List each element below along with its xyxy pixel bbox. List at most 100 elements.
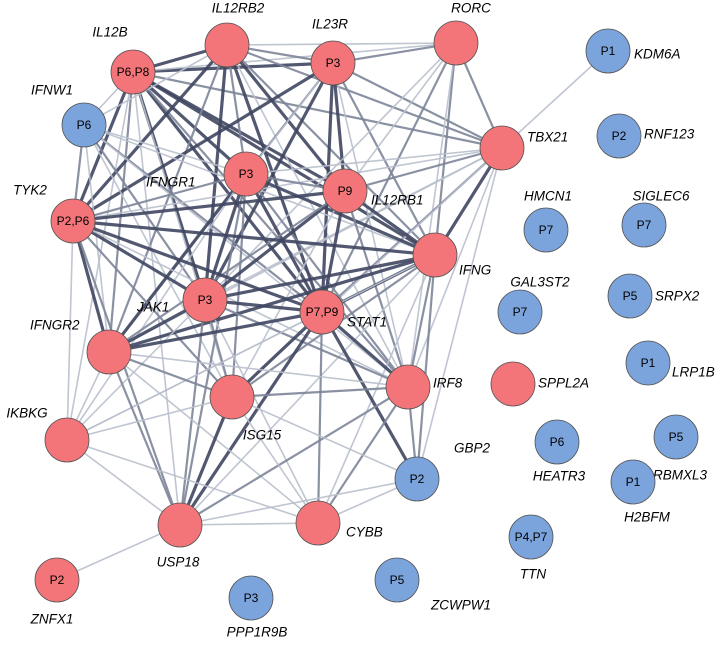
gene-label: SPPL2A: [538, 376, 589, 391]
node-circle[interactable]: [157, 502, 203, 548]
node-cybb[interactable]: CYBB: [295, 500, 383, 546]
node-tag: P1: [641, 356, 656, 370]
edge-il12b-ikbkg: [66, 71, 134, 441]
node-circle[interactable]: [479, 125, 525, 171]
node-circle[interactable]: [653, 414, 699, 460]
node-ifng[interactable]: IFNG: [412, 232, 491, 278]
node-circle[interactable]: [394, 456, 440, 502]
gene-label: IFNGR2: [30, 318, 80, 333]
gene-label: GAL3ST2: [510, 275, 570, 290]
node-tag: P2: [410, 472, 425, 486]
node-tag: P5: [390, 573, 405, 587]
node-circle[interactable]: [374, 557, 420, 603]
edge-il12b-ifngr1: [131, 70, 248, 176]
node-circle[interactable]: [223, 151, 269, 197]
node-circle[interactable]: [44, 417, 90, 463]
edge-isg15-cybb: [231, 396, 319, 524]
node-irf8[interactable]: IRF8: [385, 364, 463, 410]
node-circle[interactable]: [209, 374, 255, 420]
node-circle[interactable]: [508, 514, 554, 560]
node-il12rb2[interactable]: IL12RB2: [204, 1, 265, 68]
node-tag: P2: [50, 573, 65, 587]
node-circle[interactable]: [433, 20, 479, 66]
node-sppl2a[interactable]: SPPL2A: [490, 361, 589, 407]
edge-ikbkg-usp18: [66, 439, 181, 526]
node-circle[interactable]: [497, 289, 543, 335]
node-tag: P2,P6: [57, 214, 90, 228]
edge-usp18-gbp2: [179, 478, 418, 526]
edge-jak1-irf8: [204, 298, 409, 389]
edge-tyk2-usp18: [71, 220, 182, 526]
node-circle[interactable]: [228, 575, 274, 621]
gene-label: IRF8: [433, 376, 463, 391]
node-circle[interactable]: [50, 198, 96, 244]
gene-label: SRPX2: [655, 289, 700, 304]
node-circle[interactable]: [523, 207, 569, 253]
node-circle[interactable]: [182, 277, 228, 323]
node-circle[interactable]: [295, 500, 341, 546]
node-circle[interactable]: [607, 273, 653, 319]
edge-isg15-gbp2: [231, 396, 418, 480]
node-circle[interactable]: [204, 22, 250, 68]
node-circle[interactable]: [310, 40, 356, 86]
node-rorc[interactable]: RORC: [433, 1, 491, 66]
node-usp18[interactable]: USP18: [157, 502, 203, 570]
node-isg15[interactable]: ISG15: [209, 374, 282, 443]
node-circle[interactable]: [585, 28, 631, 74]
edge-ifngr2-irf8: [108, 351, 409, 388]
node-circle[interactable]: [621, 202, 667, 248]
node-circle[interactable]: [625, 340, 671, 386]
node-tag: P5: [669, 430, 684, 444]
gene-label: ZCWPW1: [430, 598, 491, 613]
node-circle[interactable]: [610, 459, 656, 505]
node-circle[interactable]: [61, 102, 107, 148]
node-circle[interactable]: [385, 364, 431, 410]
node-circle[interactable]: [490, 361, 536, 407]
edge-ifngr1-usp18: [178, 173, 248, 526]
node-tag: P6,P8: [117, 65, 150, 79]
edge-il12rb2-tbx21: [226, 43, 503, 150]
node-circle[interactable]: [534, 419, 580, 465]
edge-jak1-cybb: [204, 299, 319, 524]
node-circle[interactable]: [110, 49, 156, 95]
node-ikbkg[interactable]: IKBKG: [6, 406, 90, 463]
edge-ifngr1-tyk2: [72, 172, 247, 223]
node-ifngr2[interactable]: IFNGR2: [30, 318, 132, 375]
edge-irf8-usp18: [179, 386, 409, 526]
node-tbx21[interactable]: TBX21: [479, 125, 568, 171]
node-circle[interactable]: [299, 289, 345, 335]
node-circle[interactable]: [412, 232, 458, 278]
node-circle[interactable]: [322, 168, 368, 214]
node-circle[interactable]: [34, 557, 80, 603]
gene-label: IFNGR1: [146, 175, 196, 190]
edge-ikbkg-cybb: [66, 439, 319, 524]
edge-il12b-irf8: [132, 71, 409, 388]
edge-tbx21-irf8: [407, 147, 503, 388]
node-circle[interactable]: [86, 329, 132, 375]
edge-il12rb1-tyk2: [72, 189, 346, 223]
node-circle[interactable]: [596, 113, 642, 159]
